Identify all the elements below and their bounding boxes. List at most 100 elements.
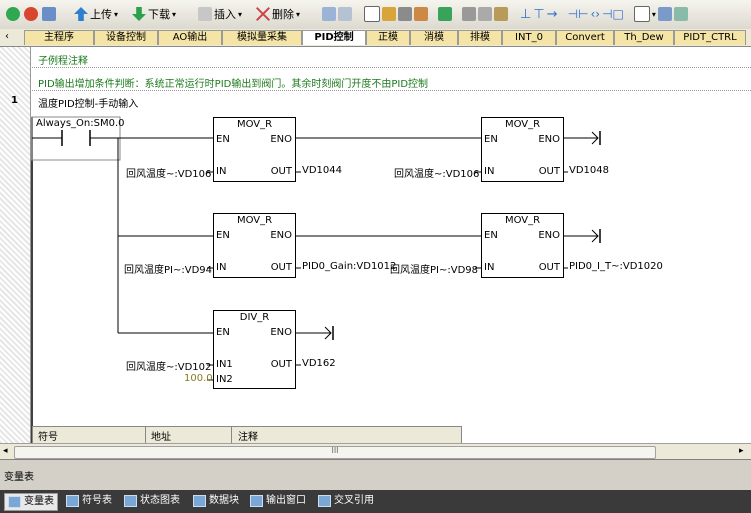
divider xyxy=(32,67,751,68)
contact-icon[interactable]: ⊣⊢ xyxy=(567,7,589,21)
network-title[interactable]: 温度PID控制-手动输入 xyxy=(38,99,139,110)
stop-button[interactable] xyxy=(24,5,38,23)
alarm-icon[interactable] xyxy=(414,7,428,21)
column-symbol[interactable]: 符号 xyxy=(38,432,58,443)
en-pin: EN xyxy=(484,134,498,145)
out-operand[interactable]: PID0_Gain:VD1012 xyxy=(302,261,397,272)
in-operand[interactable]: 回风温度~:VD106 xyxy=(394,169,480,180)
tab-th-dew[interactable]: Th_Dew xyxy=(614,30,674,45)
in2-constant[interactable]: 100.0 xyxy=(184,373,213,384)
tab-analog-input[interactable]: 模拟量采集 xyxy=(222,30,302,45)
contact-operand[interactable]: Always_On:SM0.0 xyxy=(36,118,125,129)
tab-label: 变量表 xyxy=(24,496,54,507)
out-operand[interactable]: VD162 xyxy=(302,358,336,369)
upload-button[interactable]: 上传 ▾ xyxy=(74,5,118,23)
in1-pin: IN1 xyxy=(216,359,233,370)
eno-pin: ENO xyxy=(538,134,560,145)
out-pin: OUT xyxy=(538,166,560,177)
insert-icon xyxy=(198,7,212,21)
scrollbar-grip: III xyxy=(331,446,339,455)
tab-int0[interactable]: INT_0 xyxy=(502,30,556,45)
editor-gutter xyxy=(0,47,31,443)
in-operand[interactable]: 回风温度PI~:VD98 xyxy=(390,265,478,276)
block-title: MOV_R xyxy=(504,215,541,226)
network-icon[interactable] xyxy=(322,7,336,21)
chevron-down-icon: ▾ xyxy=(651,9,656,19)
tab-status-chart[interactable]: 状态图表 xyxy=(124,493,180,509)
ladder-editor[interactable]: 子例程注释 PID输出增加条件判断：系统正常运行时PID输出到阀门。其余时刻阀门… xyxy=(0,47,751,443)
scrollbar-thumb[interactable]: III xyxy=(14,446,656,459)
compile-button[interactable] xyxy=(42,5,56,23)
tab-ao-output[interactable]: AO输出 xyxy=(158,30,222,45)
block-title: MOV_R xyxy=(504,119,541,130)
coil-icon[interactable]: ‹› xyxy=(590,7,601,21)
tab-exhaust-mode[interactable]: 排模 xyxy=(458,30,502,45)
pid-condition-comment: PID输出增加条件判断：系统正常运行时PID输出到阀门。其余时刻阀门开度不由PI… xyxy=(38,79,429,90)
open-icon[interactable] xyxy=(382,7,396,21)
save-icon[interactable] xyxy=(438,7,452,21)
delete-button[interactable]: 删除 ▾ xyxy=(256,5,300,23)
mov-r-block[interactable]: MOV_R EN ENO IN OUT xyxy=(213,117,296,182)
coil-icon[interactable]: ⊤ xyxy=(533,6,545,22)
network-icon[interactable] xyxy=(338,7,352,21)
column-address[interactable]: 地址 xyxy=(151,432,171,443)
tab-cancel-mode[interactable]: 消模 xyxy=(410,30,458,45)
horizontal-scrollbar[interactable]: ◂ III ▸ xyxy=(0,443,751,460)
tab-device-control[interactable]: 设备控制 xyxy=(94,30,158,45)
tab-pidt-ctrl[interactable]: PIDT_CTRL xyxy=(674,30,746,45)
in-pin: IN xyxy=(484,166,495,177)
box-icon[interactable]: ⊣□ xyxy=(602,7,624,21)
tab-cross-reference[interactable]: 交叉引用 xyxy=(318,493,374,509)
edit-icon[interactable] xyxy=(398,7,412,21)
download-button[interactable]: 下载 ▾ xyxy=(132,5,176,23)
tab-output-window[interactable]: 输出窗口 xyxy=(250,493,306,509)
in2-pin: IN2 xyxy=(216,374,233,385)
scroll-left-icon[interactable]: ◂ xyxy=(3,446,8,456)
print-icon[interactable] xyxy=(494,7,508,21)
eno-pin: ENO xyxy=(270,230,292,241)
network-number: 1 xyxy=(11,95,18,106)
block-title: DIV_R xyxy=(239,312,270,323)
in-operand[interactable]: 回风温度~:VD106 xyxy=(126,169,212,180)
panel-title: 变量表 xyxy=(4,472,34,483)
column-comment[interactable]: 注释 xyxy=(238,432,258,443)
print-icon[interactable] xyxy=(478,7,492,21)
tab-convert[interactable]: Convert xyxy=(556,30,614,45)
div-r-block[interactable]: DIV_R EN ENO IN1 OUT IN2 xyxy=(213,310,296,389)
en-pin: EN xyxy=(484,230,498,241)
download-label: 下载 xyxy=(148,8,170,21)
tab-data-block[interactable]: 数据块 xyxy=(193,493,239,509)
tab-positive-mode[interactable]: 正模 xyxy=(366,30,410,45)
tab-label: 交叉引用 xyxy=(334,495,374,506)
edit-icon[interactable] xyxy=(673,7,688,21)
mov-r-block[interactable]: MOV_R EN ENO IN OUT xyxy=(481,117,564,182)
tab-pid-control[interactable]: PID控制 xyxy=(302,30,366,45)
out-operand[interactable]: VD1048 xyxy=(569,165,609,176)
table-icon[interactable] xyxy=(657,7,672,21)
toolbar-icon-group: ⊥ ⊤ → ⊣⊢ ‹› ⊣□ ▾ xyxy=(322,5,688,23)
run-button[interactable] xyxy=(6,5,20,23)
table-icon xyxy=(8,496,21,508)
arrow-right-icon[interactable]: → xyxy=(546,6,558,22)
delete-label: 删除 xyxy=(272,8,294,21)
tab-symbol-table[interactable]: 符号表 xyxy=(66,493,112,509)
mov-r-block[interactable]: MOV_R EN ENO IN OUT xyxy=(213,213,296,278)
contact-icon[interactable]: ⊥ xyxy=(520,6,532,22)
insert-button[interactable]: 插入 ▾ xyxy=(198,5,242,23)
print-icon[interactable] xyxy=(462,7,476,21)
options-icon[interactable] xyxy=(633,6,650,22)
run-icon xyxy=(6,7,20,21)
tab-variable-table[interactable]: 变量表 xyxy=(4,493,58,511)
stop-icon xyxy=(24,7,38,21)
out-pin: OUT xyxy=(270,262,292,273)
in1-operand[interactable]: 回风温度~:VD102 xyxy=(126,362,212,373)
mov-r-block[interactable]: MOV_R EN ENO IN OUT xyxy=(481,213,564,278)
tab-main[interactable]: 主程序 xyxy=(24,30,94,45)
box-icon[interactable] xyxy=(364,6,380,22)
scroll-right-icon[interactable]: ▸ xyxy=(739,446,744,456)
out-operand[interactable]: PID0_I_T~:VD1020 xyxy=(569,261,663,272)
out-operand[interactable]: VD1044 xyxy=(302,165,342,176)
tab-scroll-left[interactable]: ‹ xyxy=(2,30,12,44)
bottom-tab-bar: 变量表 符号表 状态图表 数据块 输出窗口 交叉引用 xyxy=(0,490,751,513)
in-operand[interactable]: 回风温度PI~:VD94 xyxy=(124,265,212,276)
